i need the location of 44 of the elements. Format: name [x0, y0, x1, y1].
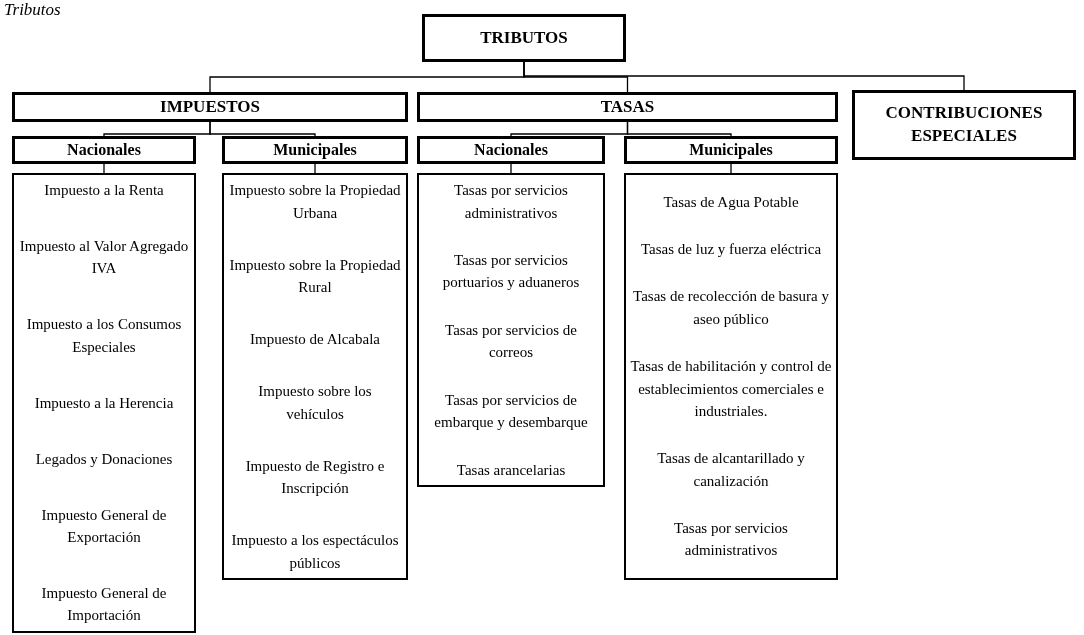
tax-item: Impuesto de Alcabala — [250, 330, 380, 349]
diagram-title: Tributos — [4, 0, 61, 20]
connector-line — [209, 121, 316, 137]
list-box — [12, 173, 196, 633]
category-box: TASAS — [417, 92, 838, 122]
category-box: Nacionales — [417, 136, 605, 164]
category-box: Nacionales — [12, 136, 196, 164]
tax-item: Tasas de recolección de basura y aseo público — [632, 287, 830, 329]
tax-item: Impuesto a los Consumos Especiales — [25, 315, 183, 357]
tax-item: Impuesto sobre la Propiedad Urbana — [228, 181, 402, 223]
connector-line — [626, 121, 732, 137]
tax-item: Impuesto a los espectáculos públicos — [230, 531, 400, 573]
category-box: CONTRIBUCIONES ESPECIALES — [852, 90, 1076, 160]
category-box: IMPUESTOS — [12, 92, 408, 122]
connector-line — [523, 61, 965, 91]
category-box: Municipales — [222, 136, 408, 164]
list-box — [222, 173, 408, 580]
tax-item: Impuesto a la Herencia — [34, 393, 174, 413]
connector-line — [730, 163, 732, 174]
tax-item: Tasas por servicios administrativos — [673, 518, 789, 561]
tax-item: Tasas por servicios portuarios y aduaneros — [441, 250, 581, 293]
tax-item: Tasas de alcantarillado y canalización — [656, 449, 806, 491]
connector-line — [103, 163, 105, 174]
tax-item: Tasas por servicios de embarque y desembarque — [433, 390, 589, 433]
tax-item: Impuesto a la Renta — [44, 181, 164, 200]
tax-item: Impuesto General de Importación — [40, 583, 168, 626]
category-box: TRIBUTOS — [422, 14, 626, 62]
tax-item: Tasas arancelarias — [456, 460, 566, 480]
connector-line — [510, 163, 512, 174]
list-box — [624, 173, 838, 580]
tax-item: Impuesto de Registro e Inscripción — [244, 456, 386, 498]
tax-item: Impuesto sobre la Propiedad Rural — [228, 255, 402, 297]
tax-item: Tasas de Agua Potable — [663, 193, 799, 213]
tax-item: Legados y Donaciones — [35, 449, 173, 469]
tax-item: Tasas por servicios de correos — [444, 320, 578, 363]
tax-item: Tasas por servicios administrativos — [453, 181, 569, 223]
connector-line — [314, 163, 316, 174]
tax-item: Tasas de luz y fuerza eléctrica — [640, 240, 822, 260]
category-box: Municipales — [624, 136, 838, 164]
tax-item: Tasas de habilitación y control de establecimientos comerciales e industriales. — [630, 357, 832, 421]
tax-item: Impuesto sobre los vehículos — [257, 382, 373, 424]
tax-item: Impuesto al Valor Agregado IVA — [18, 236, 190, 279]
list-box — [417, 173, 605, 487]
tax-item: Impuesto General de Exportación — [40, 505, 168, 548]
